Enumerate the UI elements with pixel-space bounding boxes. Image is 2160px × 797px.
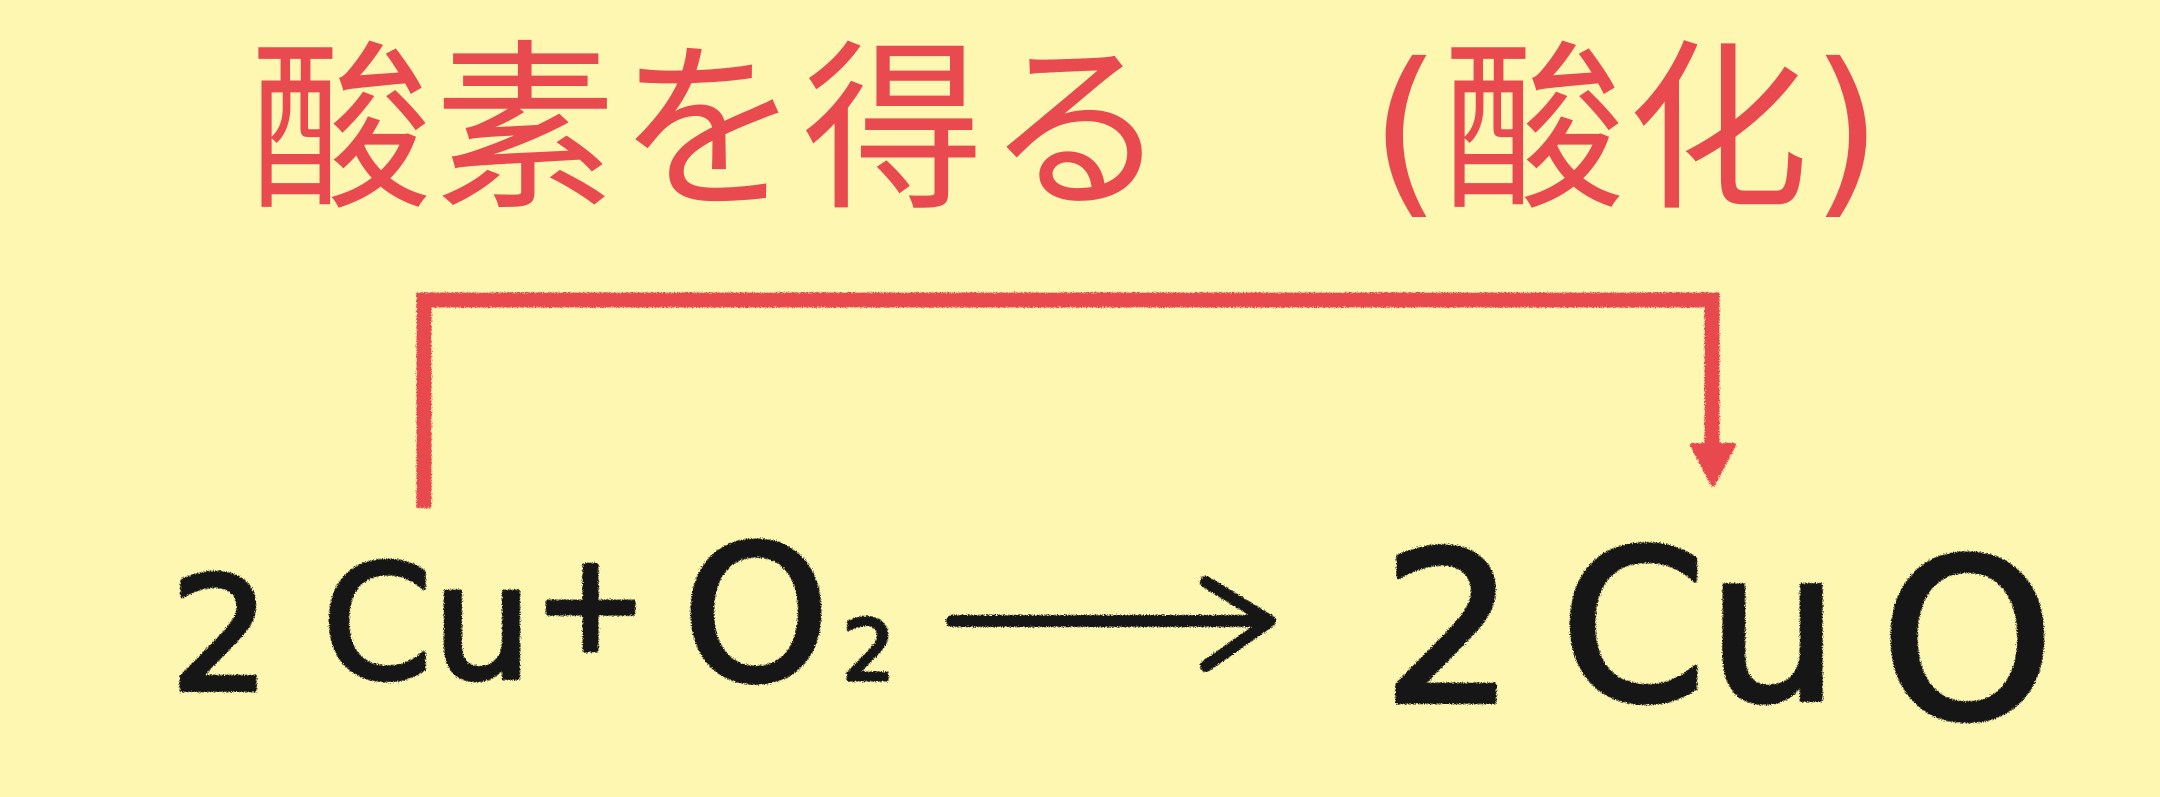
coefficient-left: 2 xyxy=(170,544,271,728)
arrowhead-icon xyxy=(1690,443,1736,487)
reactant-copper: Cu xyxy=(322,532,532,716)
title: 酸素を得る (酸化) xyxy=(250,20,1884,240)
plus-sign: + xyxy=(534,525,647,682)
product-copper: Cu xyxy=(1560,505,1840,750)
title-main: 酸素を得る xyxy=(250,24,1170,236)
reaction-arrow-icon xyxy=(946,576,1276,672)
bracket-line xyxy=(416,292,1720,508)
title-note: (酸化) xyxy=(1370,24,1885,236)
product-oxygen: O xyxy=(1880,513,2055,771)
reactant-oxygen: O xyxy=(682,506,830,725)
chemical-equation: 2 Cu + O 2 ⟶ 2 Cu O xyxy=(168,503,2057,773)
oxygen-subscript: 2 xyxy=(842,602,895,700)
coefficient-right: 2 xyxy=(1382,507,1516,752)
oxygen-transfer-arrow xyxy=(416,292,1736,508)
